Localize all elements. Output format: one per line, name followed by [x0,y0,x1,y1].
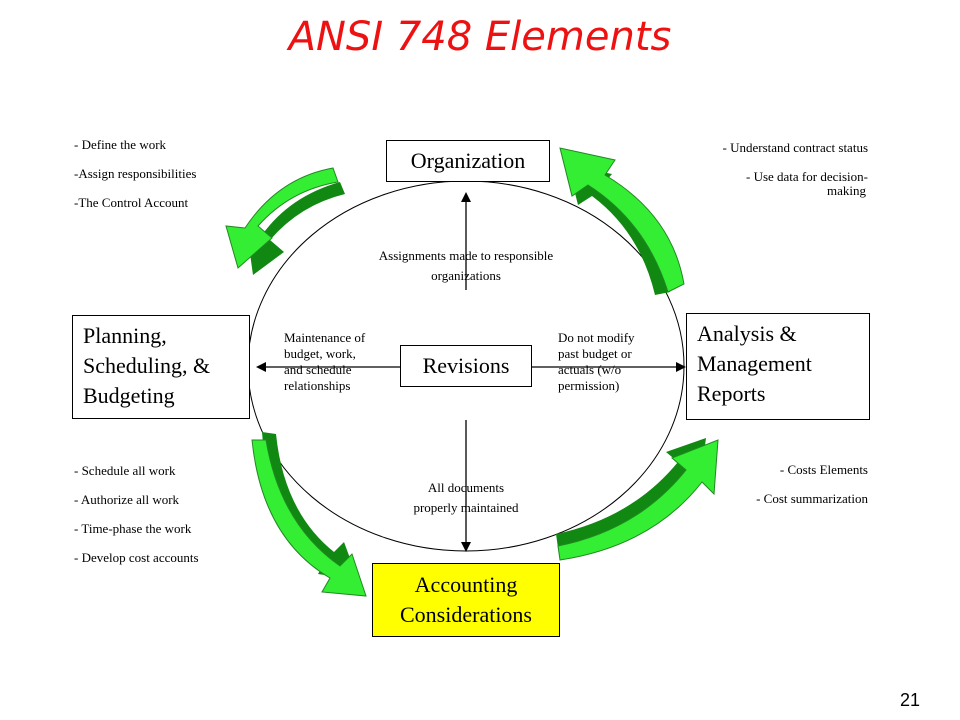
notes-top-left: - Define the work -Assign responsibiliti… [74,138,274,225]
do-not-modify-line-1: Do not modify [558,330,635,345]
analysis-box: Analysis & Management Reports [686,313,870,420]
note-cost-summarization: - Cost summarization [756,491,868,506]
maintenance-line-3: and schedule [284,362,352,377]
documents-line-1: All documents [427,480,505,495]
organization-box: Organization [386,140,550,182]
green-arrow-top-left [225,167,345,275]
revisions-label: Revisions [422,353,510,378]
accounting-box: Accounting Considerations [372,563,560,637]
analysis-label-line-2: Management [697,351,812,376]
assignments-line-1: Assignments made to responsible [378,248,554,263]
note-authorize-work: - Authorize all work [74,492,180,507]
note-schedule-work: - Schedule all work [74,463,176,478]
notes-bottom-left: - Schedule all work - Authorize all work… [74,464,274,580]
maintenance-label: Maintenance of budget, work, and schedul… [284,330,394,394]
slide-title: ANSI 748 Elements [288,14,672,60]
page-number: 21 [899,690,920,710]
accounting-label-line-2: Considerations [400,602,532,627]
organization-label: Organization [410,148,526,173]
documents-line-2: properly maintained [413,500,519,515]
do-not-modify-line-3: actuals (w/o [558,362,622,377]
analysis-label-line-1: Analysis & [697,321,797,346]
notes-top-right: - Understand contract status - Use data … [660,141,868,198]
note-use-data-line-1: - Use data for decision- [745,169,868,184]
note-use-data-line-2: making [827,183,866,198]
maintenance-line-4: relationships [284,378,351,393]
do-not-modify-label: Do not modify past budget or actuals (w/… [558,330,668,394]
planning-label-line-3: Budgeting [83,383,175,408]
note-costs-elements: - Costs Elements [779,462,868,477]
do-not-modify-line-4: permission) [558,378,620,393]
notes-bottom-right: - Costs Elements - Cost summarization [680,463,868,521]
green-arrow-top-right [559,147,685,295]
note-control-account: -The Control Account [74,195,189,210]
assignments-line-2: organizations [431,268,501,283]
note-develop-accounts: - Develop cost accounts [74,550,199,565]
documents-label: All documents properly maintained [366,478,566,518]
note-define-work: - Define the work [74,137,167,152]
assignments-label: Assignments made to responsible organiza… [346,246,586,286]
accounting-label-line-1: Accounting [414,572,518,597]
green-arrow-bottom-right [556,438,719,561]
green-arrow-bottom-left [251,432,367,597]
analysis-label-line-3: Reports [697,381,766,406]
note-assign-responsibilities: -Assign responsibilities [74,166,197,181]
note-time-phase: - Time-phase the work [74,521,192,536]
planning-label-line-1: Planning, [83,323,167,348]
planning-box: Planning, Scheduling, & Budgeting [72,315,250,419]
revisions-box: Revisions [400,345,532,387]
maintenance-line-1: Maintenance of [284,330,366,345]
do-not-modify-line-2: past budget or [558,346,632,361]
note-understand-contract: - Understand contract status [722,140,868,155]
planning-label-line-2: Scheduling, & [83,353,211,378]
maintenance-line-2: budget, work, [284,346,356,361]
